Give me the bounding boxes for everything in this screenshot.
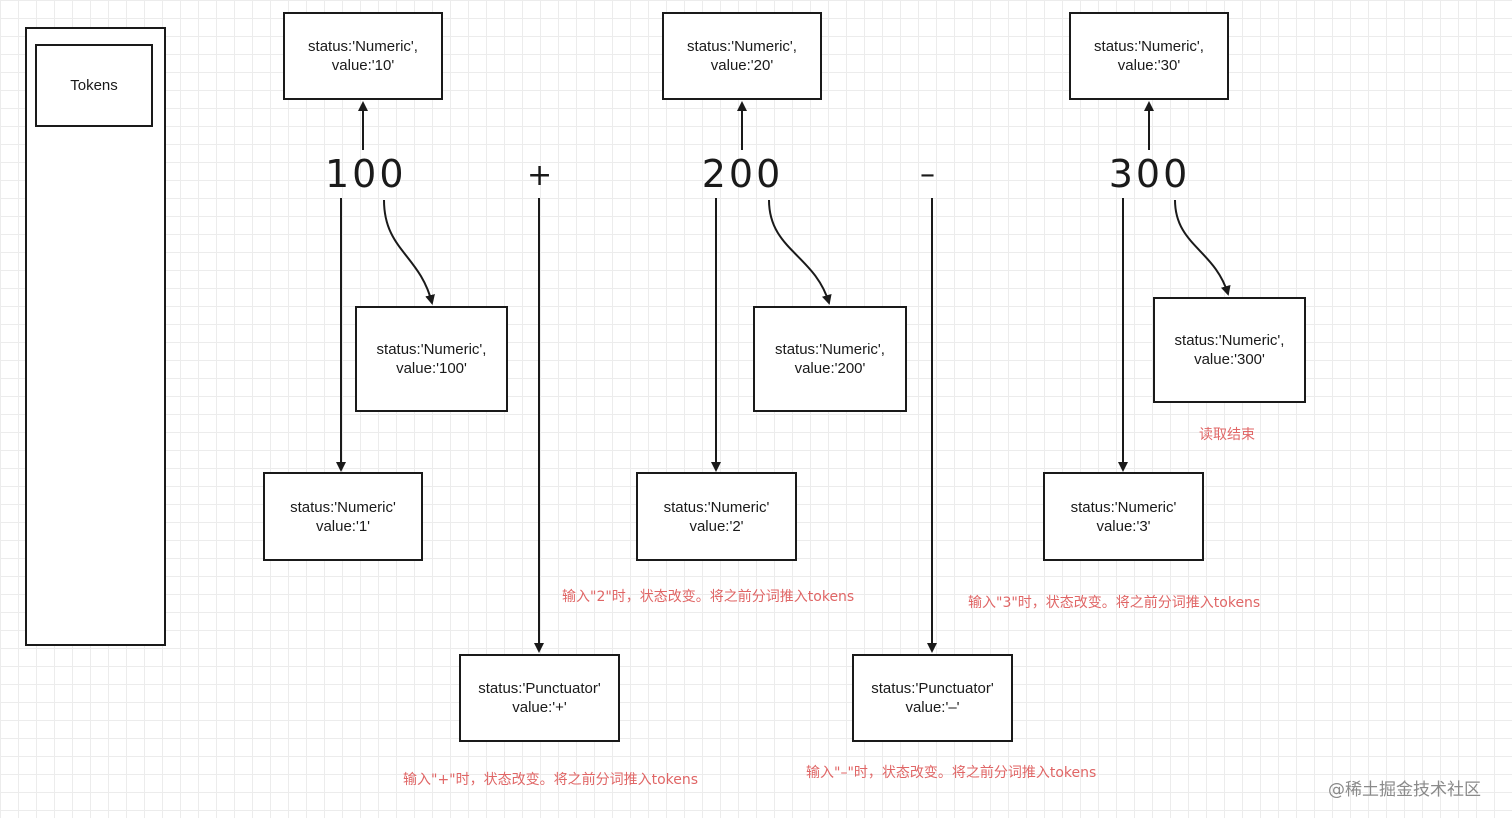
- arrow-100-to-100: [383, 199, 435, 305]
- token-box-numeric-200: status:'Numeric', value:'200': [753, 306, 907, 412]
- input-number-100: 100: [325, 152, 407, 196]
- token-box-punctuator-plus: status:'Punctuator' value:'+': [459, 654, 620, 742]
- token-box-numeric-300: status:'Numeric', value:'300': [1153, 297, 1306, 403]
- note-input-minus: 输入"–"时，状态改变。将之前分词推入tokens: [806, 765, 1097, 781]
- input-operator-minus: –: [920, 157, 935, 192]
- tokens-panel: [25, 27, 166, 646]
- tokens-label: Tokens: [70, 77, 118, 94]
- token-box-numeric-1: status:'Numeric' value:'1': [263, 472, 423, 561]
- note-input-plus: 输入"+"时，状态改变。将之前分词推入tokens: [403, 772, 699, 788]
- token-box-numeric-20: status:'Numeric', value:'20': [662, 12, 822, 100]
- token-box-numeric-100: status:'Numeric', value:'100': [355, 306, 508, 412]
- arrow-300-to-300: [1174, 199, 1231, 296]
- arrow-200-to-200: [768, 199, 832, 305]
- token-box-numeric-3: status:'Numeric' value:'3': [1043, 472, 1204, 561]
- watermark: @稀土掘金技术社区: [1328, 780, 1481, 800]
- note-input-3: 输入"3"时，状态改变。将之前分词推入tokens: [968, 595, 1261, 611]
- input-operator-plus: +: [527, 158, 553, 193]
- token-box-numeric-30: status:'Numeric', value:'30': [1069, 12, 1229, 100]
- tokens-label-box: Tokens: [35, 44, 153, 127]
- token-box-numeric-2: status:'Numeric' value:'2': [636, 472, 797, 561]
- input-number-200: 200: [701, 152, 784, 196]
- token-box-punctuator-minus: status:'Punctuator' value:'–': [852, 654, 1013, 742]
- note-read-end: 读取结束: [1199, 427, 1255, 443]
- note-input-2: 输入"2"时，状态改变。将之前分词推入tokens: [562, 589, 855, 605]
- token-box-numeric-10: status:'Numeric', value:'10': [283, 12, 443, 100]
- input-number-300: 300: [1108, 152, 1191, 196]
